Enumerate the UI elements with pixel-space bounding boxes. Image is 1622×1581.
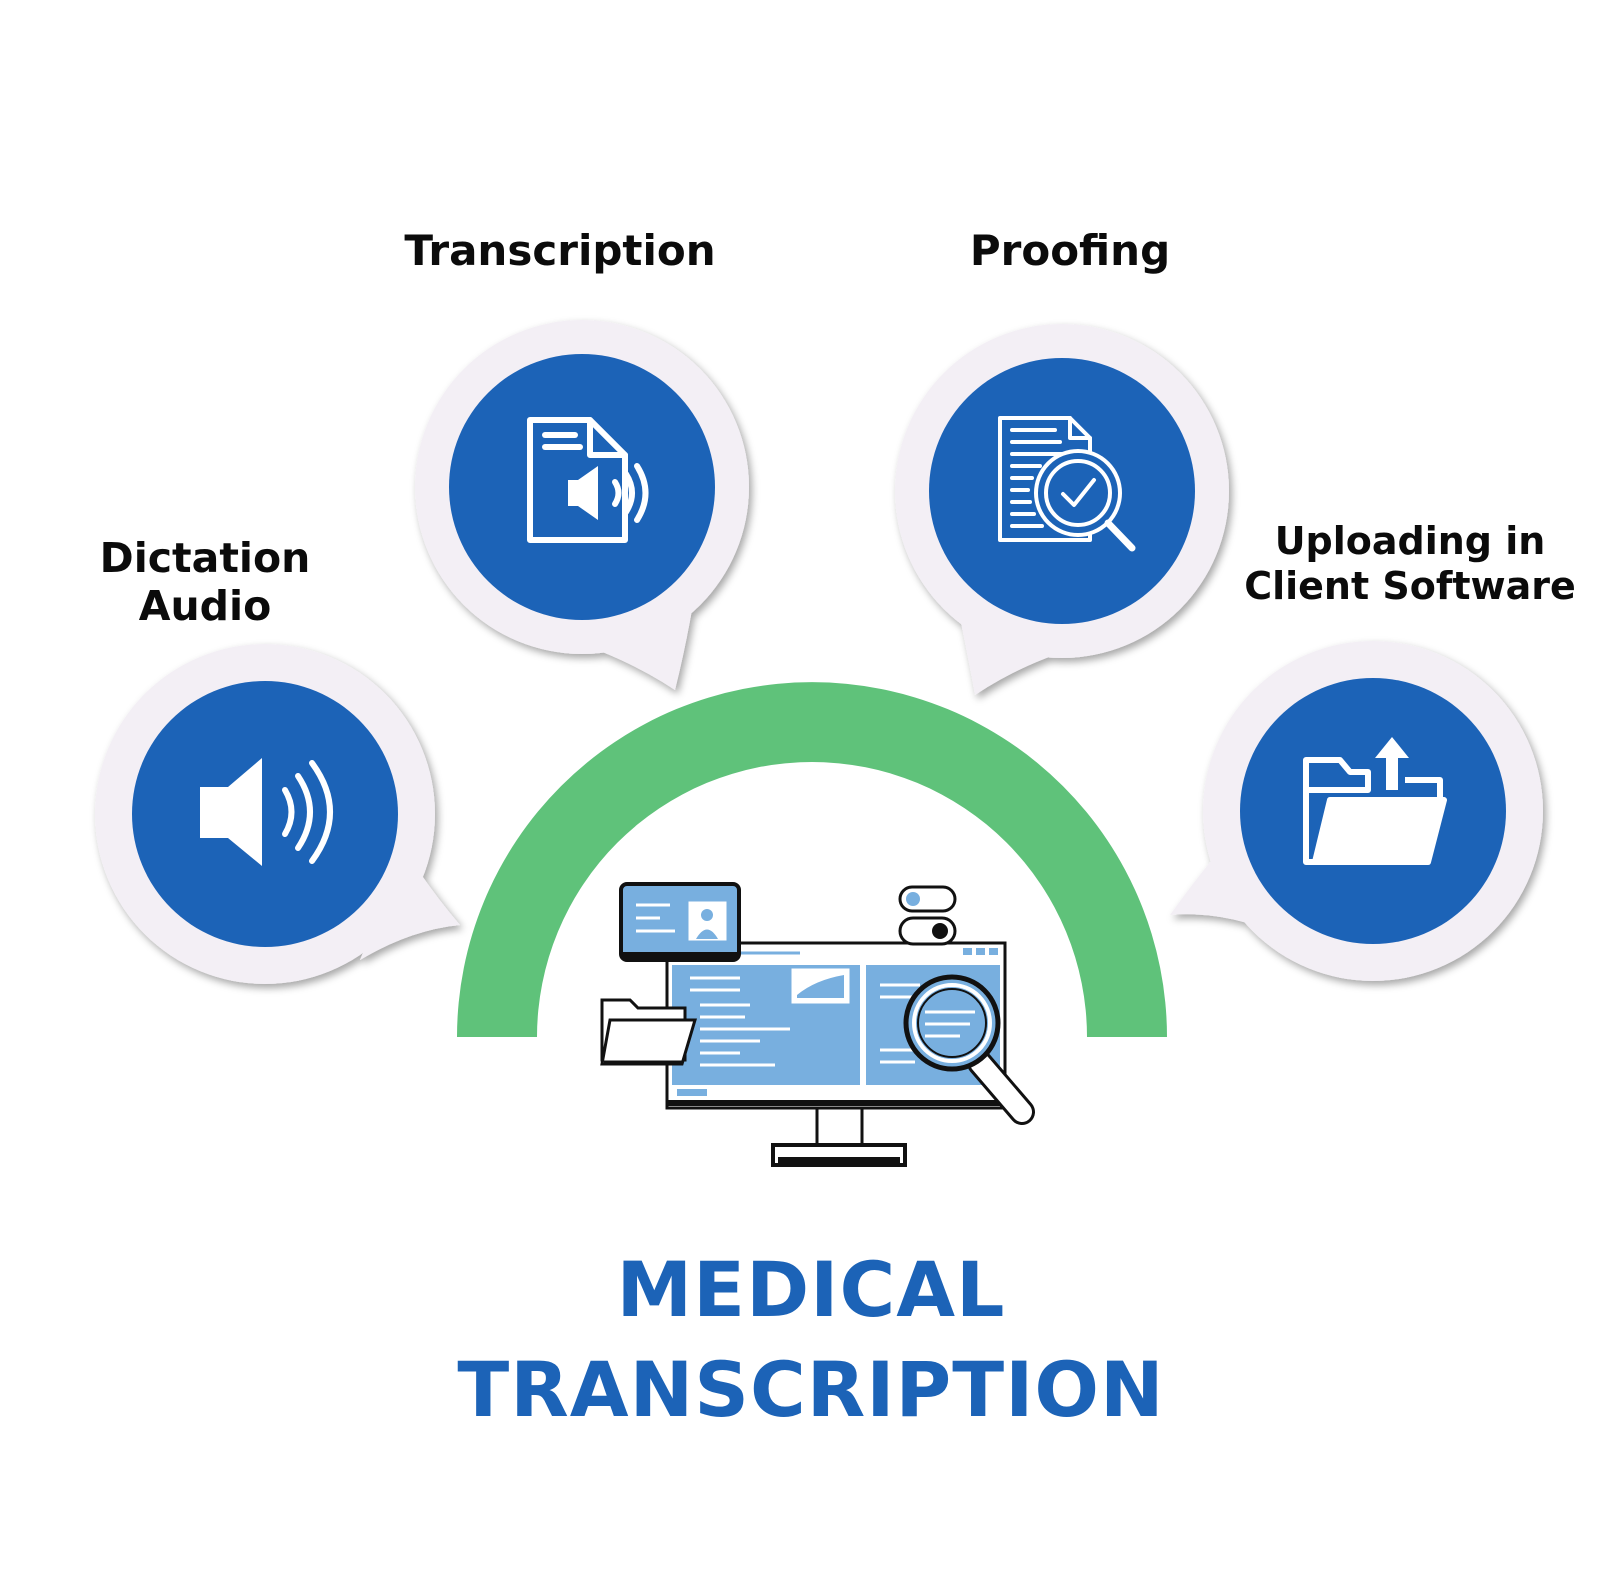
label-transcription-line1: Transcription	[404, 226, 716, 275]
label-dictation-audio: Dictation Audio	[70, 534, 340, 631]
speaker-icon	[200, 758, 333, 866]
label-transcription: Transcription	[395, 226, 725, 276]
label-proofing-line1: Proofing	[969, 226, 1171, 275]
blue-circle-dictation	[132, 681, 398, 947]
label-dictation-line2: Audio	[138, 582, 272, 631]
monitor-stand-neck	[815, 1103, 864, 1149]
folder-upload-icon	[1303, 737, 1447, 865]
computer-monitor-illustration	[600, 882, 1035, 1167]
audio-document-icon	[527, 417, 649, 543]
main-title-line2: TRANSCRIPTION	[457, 1345, 1165, 1434]
main-title-line1: MEDICAL	[616, 1245, 1006, 1334]
label-dictation-line1: Dictation	[99, 534, 311, 582]
label-uploading-client-software: Uploading in Client Software	[1230, 519, 1590, 609]
label-uploading-line2: Client Software	[1244, 563, 1576, 608]
document-magnifier-check-icon	[998, 416, 1136, 552]
label-proofing: Proofing	[930, 226, 1210, 276]
green-arc	[457, 682, 1167, 1037]
label-uploading-line1: Uploading in	[1274, 519, 1546, 563]
